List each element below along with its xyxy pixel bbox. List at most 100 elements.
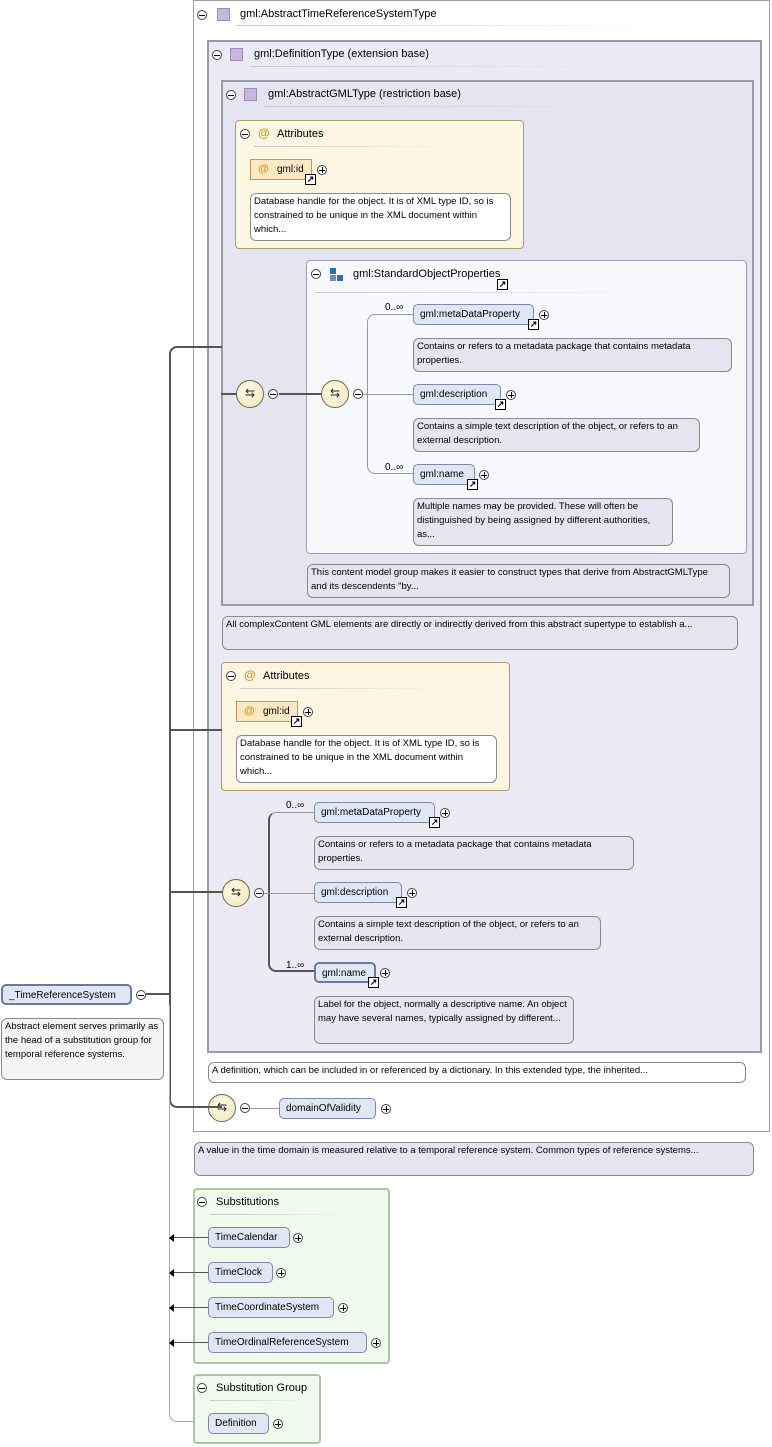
expand-element-icon[interactable] — [273, 1419, 283, 1429]
reference-arrow-icon[interactable]: ↗ — [396, 897, 407, 908]
header-rule — [236, 25, 656, 26]
connector — [264, 893, 315, 894]
element-metadata-property[interactable]: gml:metaDataProperty — [314, 802, 435, 823]
attribute-gml-id[interactable]: @ gml:id — [250, 159, 312, 180]
attribute-doc: Database handle for the object. It is of… — [236, 735, 497, 783]
attribute-doc: Database handle for the object. It is of… — [250, 193, 511, 241]
arrow-head-icon — [169, 1234, 174, 1242]
collapse-attributes-icon[interactable] — [226, 671, 236, 681]
collapse-substitutions-icon[interactable] — [197, 1197, 207, 1207]
header-rule — [264, 106, 624, 107]
occurrence-label: 1..∞ — [286, 960, 305, 971]
substitution-time-clock[interactable]: TimeClock — [208, 1262, 273, 1283]
element-description[interactable]: gml:description — [314, 882, 402, 903]
arrow-connector — [172, 1342, 208, 1343]
connector — [279, 393, 322, 395]
collapse-group-icon[interactable] — [311, 269, 321, 279]
expand-attribute-icon[interactable] — [303, 707, 313, 717]
reference-arrow-icon[interactable]: ↗ — [497, 279, 508, 290]
substitution-time-calendar[interactable]: TimeCalendar — [208, 1227, 290, 1248]
collapse-definition-type-icon[interactable] — [212, 50, 222, 60]
complex-type-icon — [230, 48, 243, 61]
type-doc: A value in the time domain is measured r… — [194, 1142, 754, 1176]
expand-element-icon[interactable] — [338, 1303, 348, 1313]
collapse-abstract-gml-icon[interactable] — [226, 90, 236, 100]
group-title: gml:StandardObjectProperties — [353, 268, 501, 280]
collapse-substitution-group-icon[interactable] — [197, 1383, 207, 1393]
expand-attribute-icon[interactable] — [317, 165, 327, 175]
arrow-connector — [172, 1237, 208, 1238]
substitutions-title: Substitutions — [216, 1196, 279, 1208]
connector — [367, 394, 415, 395]
collapse-sequence-icon[interactable] — [353, 389, 363, 399]
expand-element-icon[interactable] — [380, 968, 390, 978]
connector — [221, 393, 237, 395]
expand-element-icon[interactable] — [440, 808, 450, 818]
occurrence-label: 0..∞ — [385, 462, 404, 473]
element-name[interactable]: gml:name — [314, 962, 376, 983]
header-rule — [210, 1214, 350, 1215]
at-sign-icon: @ — [258, 126, 270, 140]
collapse-root-icon[interactable] — [136, 990, 146, 1000]
collapse-sequence-icon[interactable] — [254, 888, 264, 898]
expand-element-icon[interactable] — [276, 1268, 286, 1278]
substitution-time-ordinal-reference-system[interactable]: TimeOrdinalReferenceSystem — [208, 1332, 367, 1353]
abstract-gml-doc: All complexContent GML elements are dire… — [222, 616, 738, 650]
element-description[interactable]: gml:description — [413, 384, 501, 405]
arrow-connector — [172, 1307, 208, 1308]
group-icon — [330, 268, 344, 282]
substitution-group-definition[interactable]: Definition — [208, 1413, 269, 1434]
attribute-name: gml:id — [277, 164, 304, 175]
reference-arrow-icon[interactable]: ↗ — [368, 977, 379, 988]
type-title: gml:AbstractTimeReferenceSystemType — [240, 8, 437, 20]
expand-element-icon[interactable] — [539, 310, 549, 320]
sequence-icon[interactable] — [236, 380, 264, 408]
sequence-icon[interactable] — [321, 380, 349, 408]
definition-type-doc: A definition, which can be included in o… — [208, 1062, 746, 1083]
substitution-group-title: Substitution Group — [216, 1382, 308, 1394]
reference-arrow-icon[interactable]: ↗ — [467, 479, 478, 490]
element-metadata-property[interactable]: gml:metaDataProperty — [413, 304, 534, 325]
expand-element-icon[interactable] — [506, 390, 516, 400]
expand-element-icon[interactable] — [381, 1104, 391, 1114]
at-sign-icon: @ — [244, 705, 255, 717]
collapse-sequence-icon[interactable] — [268, 389, 278, 399]
attribute-gml-id[interactable]: @ gml:id — [236, 701, 298, 722]
connector — [363, 394, 368, 395]
occurrence-label: 0..∞ — [385, 302, 404, 313]
element-doc: Label for the object, normally a descrip… — [314, 996, 574, 1044]
collapse-attributes-icon[interactable] — [240, 129, 250, 139]
reference-arrow-icon[interactable]: ↗ — [495, 399, 506, 410]
substitution-time-coordinate-system[interactable]: TimeCoordinateSystem — [208, 1297, 334, 1318]
element-doc: Contains a simple text description of th… — [413, 418, 700, 452]
header-rule — [254, 146, 454, 147]
reference-arrow-icon[interactable]: ↗ — [305, 174, 316, 185]
arrow-head-icon — [169, 1304, 174, 1312]
expand-element-icon[interactable] — [293, 1233, 303, 1243]
root-element[interactable]: _TimeReferenceSystem — [1, 984, 132, 1005]
reference-arrow-icon[interactable]: ↗ — [429, 817, 440, 828]
expand-element-icon[interactable] — [407, 888, 417, 898]
expand-element-icon[interactable] — [479, 470, 489, 480]
expand-element-icon[interactable] — [371, 1338, 381, 1348]
element-domain-of-validity[interactable]: domainOfValidity — [279, 1098, 376, 1119]
abstract-gml-title: gml:AbstractGMLType (restriction base) — [268, 88, 461, 100]
collapse-type-icon[interactable] — [197, 10, 207, 20]
sequence-icon[interactable] — [222, 879, 250, 907]
collapse-sequence-icon[interactable] — [240, 1103, 250, 1113]
at-sign-icon: @ — [258, 163, 269, 175]
at-sign-icon: @ — [244, 668, 256, 682]
header-rule — [315, 292, 645, 293]
connector — [169, 346, 222, 1108]
connector — [169, 729, 222, 731]
reference-arrow-icon[interactable]: ↗ — [291, 716, 302, 727]
complex-type-icon — [217, 8, 230, 21]
header-rule — [250, 66, 630, 67]
element-name[interactable]: gml:name — [413, 464, 475, 485]
group-doc: This content model group makes it easier… — [307, 564, 730, 598]
complex-type-icon — [244, 88, 257, 101]
connector — [250, 1108, 280, 1109]
reference-arrow-icon[interactable]: ↗ — [528, 319, 539, 330]
root-doc: Abstract element serves primarily as the… — [1, 1018, 164, 1080]
arrow-head-icon — [169, 1339, 174, 1347]
